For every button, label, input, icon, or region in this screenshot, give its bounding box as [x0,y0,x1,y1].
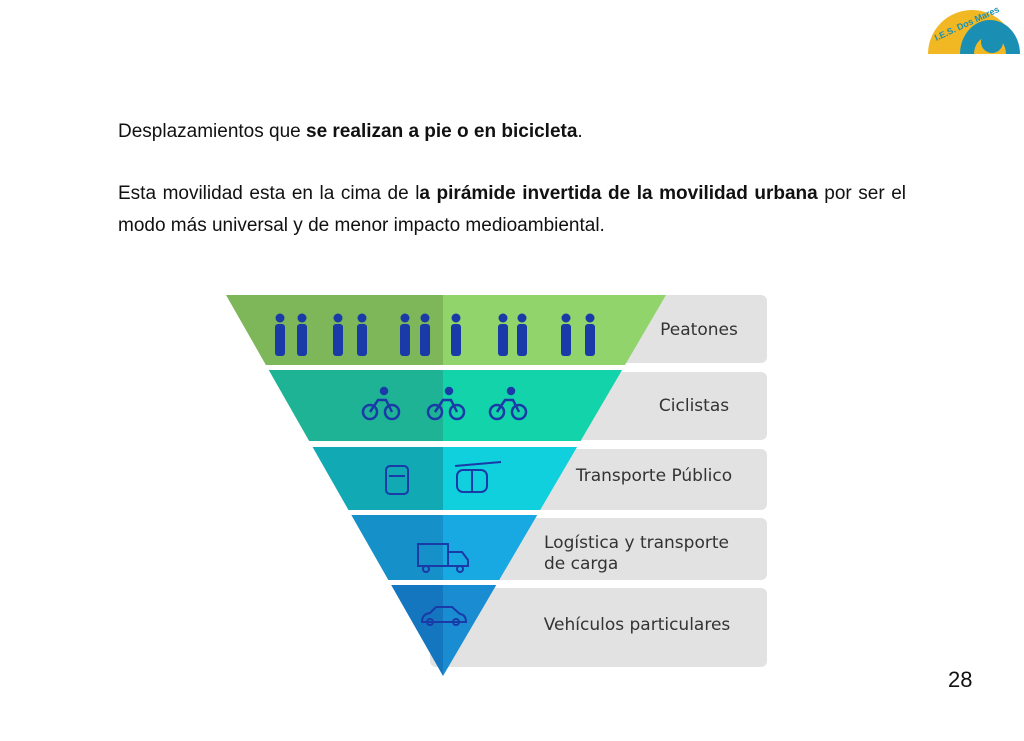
bicycle-icon [426,386,466,421]
person-head [451,313,461,323]
band-logistica-left [351,515,443,580]
person-head [400,313,410,323]
band-vehiculos-left [391,585,443,676]
person-body [275,324,285,356]
text: . [577,121,583,142]
band-transporte-left [312,447,443,510]
band-logistica-right [443,515,538,580]
truck-icon [417,543,469,573]
bicycle-icons [361,386,528,421]
bus-icon [385,465,409,495]
bold-text: a pirámide invertida de la movilidad urb… [419,183,818,204]
level-label-vehiculos: Vehículos particulares [544,615,731,635]
level-label-logistica-line2: de carga [544,554,618,574]
band-ciclistas-left [268,370,443,441]
person-head [517,313,527,323]
person-head [498,313,508,323]
person-head [357,313,367,323]
person-head [420,313,430,323]
band-vehiculos-right [443,585,497,676]
text: por ser el modo más universal y de menor… [118,183,906,236]
person-body [357,324,367,356]
person-body [561,324,571,356]
person-head [561,313,571,323]
bicycle-icon [488,386,528,421]
person-head [297,313,307,323]
person-head [275,313,285,323]
text: Esta movilidad esta en la cima de l [118,183,420,204]
person-body [420,324,430,356]
person-body [585,324,595,356]
page-number: 28 [948,667,973,692]
pyramid-paragraph: Esta movilidad esta en la cima de la pir… [118,178,906,242]
intro-paragraph: Desplazamientos que se realizan a pie o … [118,116,906,148]
person-head [585,313,595,323]
car-icon [420,606,468,626]
text: Desplazamientos que [118,121,306,142]
level-label-ciclistas: Ciclistas [659,396,729,416]
bold-text: se realizan a pie o en bicicleta [306,121,578,142]
school-logo: I.E.S. Dos Mares [928,4,1020,54]
level-label-logistica: Logística y transporte [544,533,729,553]
person-body [297,324,307,356]
person-body [400,324,410,356]
level-label-transporte: Transporte Público [575,466,732,486]
person-body [517,324,527,356]
label-box-vehiculos [430,588,767,667]
level-label-peatones: Peatones [660,320,738,340]
bicycle-icon [361,386,401,421]
person-body [498,324,508,356]
person-body [451,324,461,356]
band-ciclistas-right [443,370,623,441]
person-head [333,313,343,323]
person-body [333,324,343,356]
pedestrians-icon [275,313,595,356]
cable-car-icon [454,461,502,493]
band-transporte-right [443,447,578,510]
